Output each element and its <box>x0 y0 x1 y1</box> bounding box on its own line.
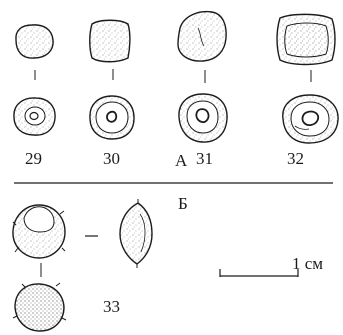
bead-31-top-view <box>178 93 228 143</box>
scale-bar <box>219 269 299 277</box>
bead-33-front-view <box>12 204 66 259</box>
group-a-label: А <box>175 151 188 170</box>
item-number-33: 33 <box>103 297 120 316</box>
item-number-32: 32 <box>287 149 304 168</box>
item-number-30: 30 <box>103 149 120 168</box>
bead-30-top-view <box>89 95 135 140</box>
bead-32-top-view <box>282 94 339 144</box>
bead-31-side-view <box>177 10 227 62</box>
bead-30-side-view <box>89 19 131 63</box>
bead-29-side-view <box>15 24 54 59</box>
item-number-29: 29 <box>25 149 42 168</box>
bead-29-top-view <box>13 97 56 136</box>
bead-33-bottom-view <box>12 282 67 332</box>
group-b-label: Б <box>178 194 188 213</box>
bead-32-side-view <box>276 13 336 66</box>
item-number-31: 31 <box>196 149 213 168</box>
bead-33-side-view <box>119 199 153 268</box>
scale-label: 1 см <box>292 254 324 273</box>
